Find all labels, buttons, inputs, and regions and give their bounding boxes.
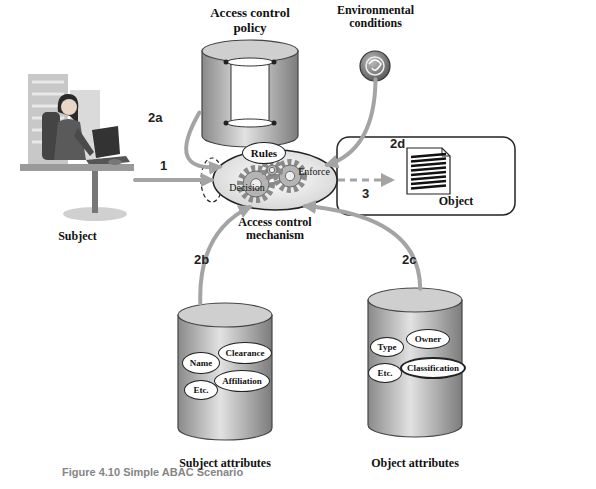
- document-stripe: [411, 159, 446, 162]
- attribute-ellipse: Etc.: [184, 380, 218, 400]
- ellipse-label: Clearance: [219, 343, 271, 363]
- attribute-ellipse: Etc.: [368, 363, 402, 383]
- attribute-ellipse: Clearance: [218, 342, 272, 364]
- ellipse-label: Classification: [402, 359, 464, 377]
- scroll-knob: [272, 121, 277, 126]
- document-stripe: [411, 177, 446, 180]
- person-head: [61, 99, 77, 115]
- gear-hub: [269, 167, 274, 172]
- scroll-sheet: [231, 62, 269, 122]
- node-label: Enforce: [290, 166, 338, 177]
- step-number: 2b: [194, 252, 209, 267]
- node-label: Environmental conditions: [323, 4, 428, 31]
- environment-swirl: [369, 60, 381, 70]
- scroll-roll: [227, 119, 273, 127]
- attribute-ellipse: Owner: [406, 329, 450, 349]
- scroll-knob: [272, 60, 277, 65]
- desk-leg: [92, 171, 98, 213]
- step-number: 3: [362, 186, 369, 201]
- gear-body: [279, 165, 301, 187]
- object-node: Object: [392, 145, 492, 213]
- flow-arrow: [305, 206, 420, 289]
- document-icon: [407, 148, 450, 194]
- node-label: Subject: [20, 230, 135, 243]
- step-number: 2d: [390, 136, 405, 151]
- node-label: Subject attributes: [150, 457, 300, 470]
- policy-store: Access control policy: [195, 6, 305, 148]
- attribute-store: Subject attributesNameClearanceAffiliati…: [160, 300, 290, 478]
- cylinder-body: [178, 315, 272, 440]
- scroll-roll: [227, 58, 273, 66]
- scroll-knob: [224, 60, 229, 65]
- cylinder-body: [202, 51, 298, 147]
- attribute-ellipse: Affiliation: [214, 370, 270, 392]
- document-stripe: [411, 172, 446, 175]
- node-label: Object: [420, 195, 492, 208]
- node-outline: [20, 72, 135, 252]
- attribute-ellipse: Name: [182, 352, 220, 374]
- dashed-arrow: [338, 178, 392, 181]
- ellipse-label: Etc.: [185, 381, 217, 399]
- document-stripe: [411, 163, 446, 166]
- step-number: 2a: [148, 110, 162, 125]
- step-number: 1: [160, 158, 167, 173]
- attribute-ellipse: Classification: [400, 357, 466, 379]
- ellipse-label: Type: [371, 338, 403, 356]
- laptop-screen: [92, 126, 120, 158]
- cylinder-top: [368, 288, 462, 312]
- ellipse-label: Affiliation: [215, 371, 269, 391]
- scroll-knob: [224, 121, 229, 126]
- environment-ring: [366, 57, 384, 75]
- node-label: Decision: [224, 182, 270, 193]
- document-stripe: [411, 154, 446, 157]
- attribute-ellipse: Type: [370, 337, 404, 357]
- desk: [20, 164, 134, 171]
- mechanism-node: Decision EnforceAccess control mechanism R…: [212, 140, 338, 252]
- environment-icon: [360, 51, 390, 81]
- document-stripe: [411, 186, 446, 189]
- flow-arrow: [135, 178, 212, 182]
- person-arm: [74, 128, 94, 156]
- node-label: Access control mechanism: [212, 216, 338, 243]
- subject-node: Subject: [20, 72, 135, 252]
- rules-ellipse: Rules: [242, 142, 286, 164]
- object-frame: [337, 137, 515, 215]
- document-stripe: [411, 181, 446, 184]
- ellipse-label: Etc.: [369, 364, 401, 382]
- document-stripe: [411, 168, 446, 171]
- flow-arrow: [327, 79, 375, 165]
- environment-node: Environmental conditions: [328, 4, 423, 84]
- node-outline: [350, 285, 480, 477]
- node-label: Object attributes: [340, 457, 490, 470]
- gear-hub: [285, 171, 294, 180]
- step-number: 2c: [402, 252, 416, 267]
- ellipse-label: Name: [183, 353, 219, 373]
- ellipse-label: Rules: [243, 143, 285, 163]
- attribute-store: Object attributesTypeOwnerEtc.Classifica…: [350, 285, 480, 477]
- building-window: [32, 81, 64, 84]
- cylinder-top: [178, 303, 272, 327]
- gear-teeth: [264, 162, 280, 178]
- ellipse-label: Owner: [407, 330, 449, 348]
- building-window: [32, 93, 64, 96]
- phone: [108, 159, 122, 165]
- node-label: Access control policy: [200, 6, 300, 35]
- gear-body: [267, 165, 277, 175]
